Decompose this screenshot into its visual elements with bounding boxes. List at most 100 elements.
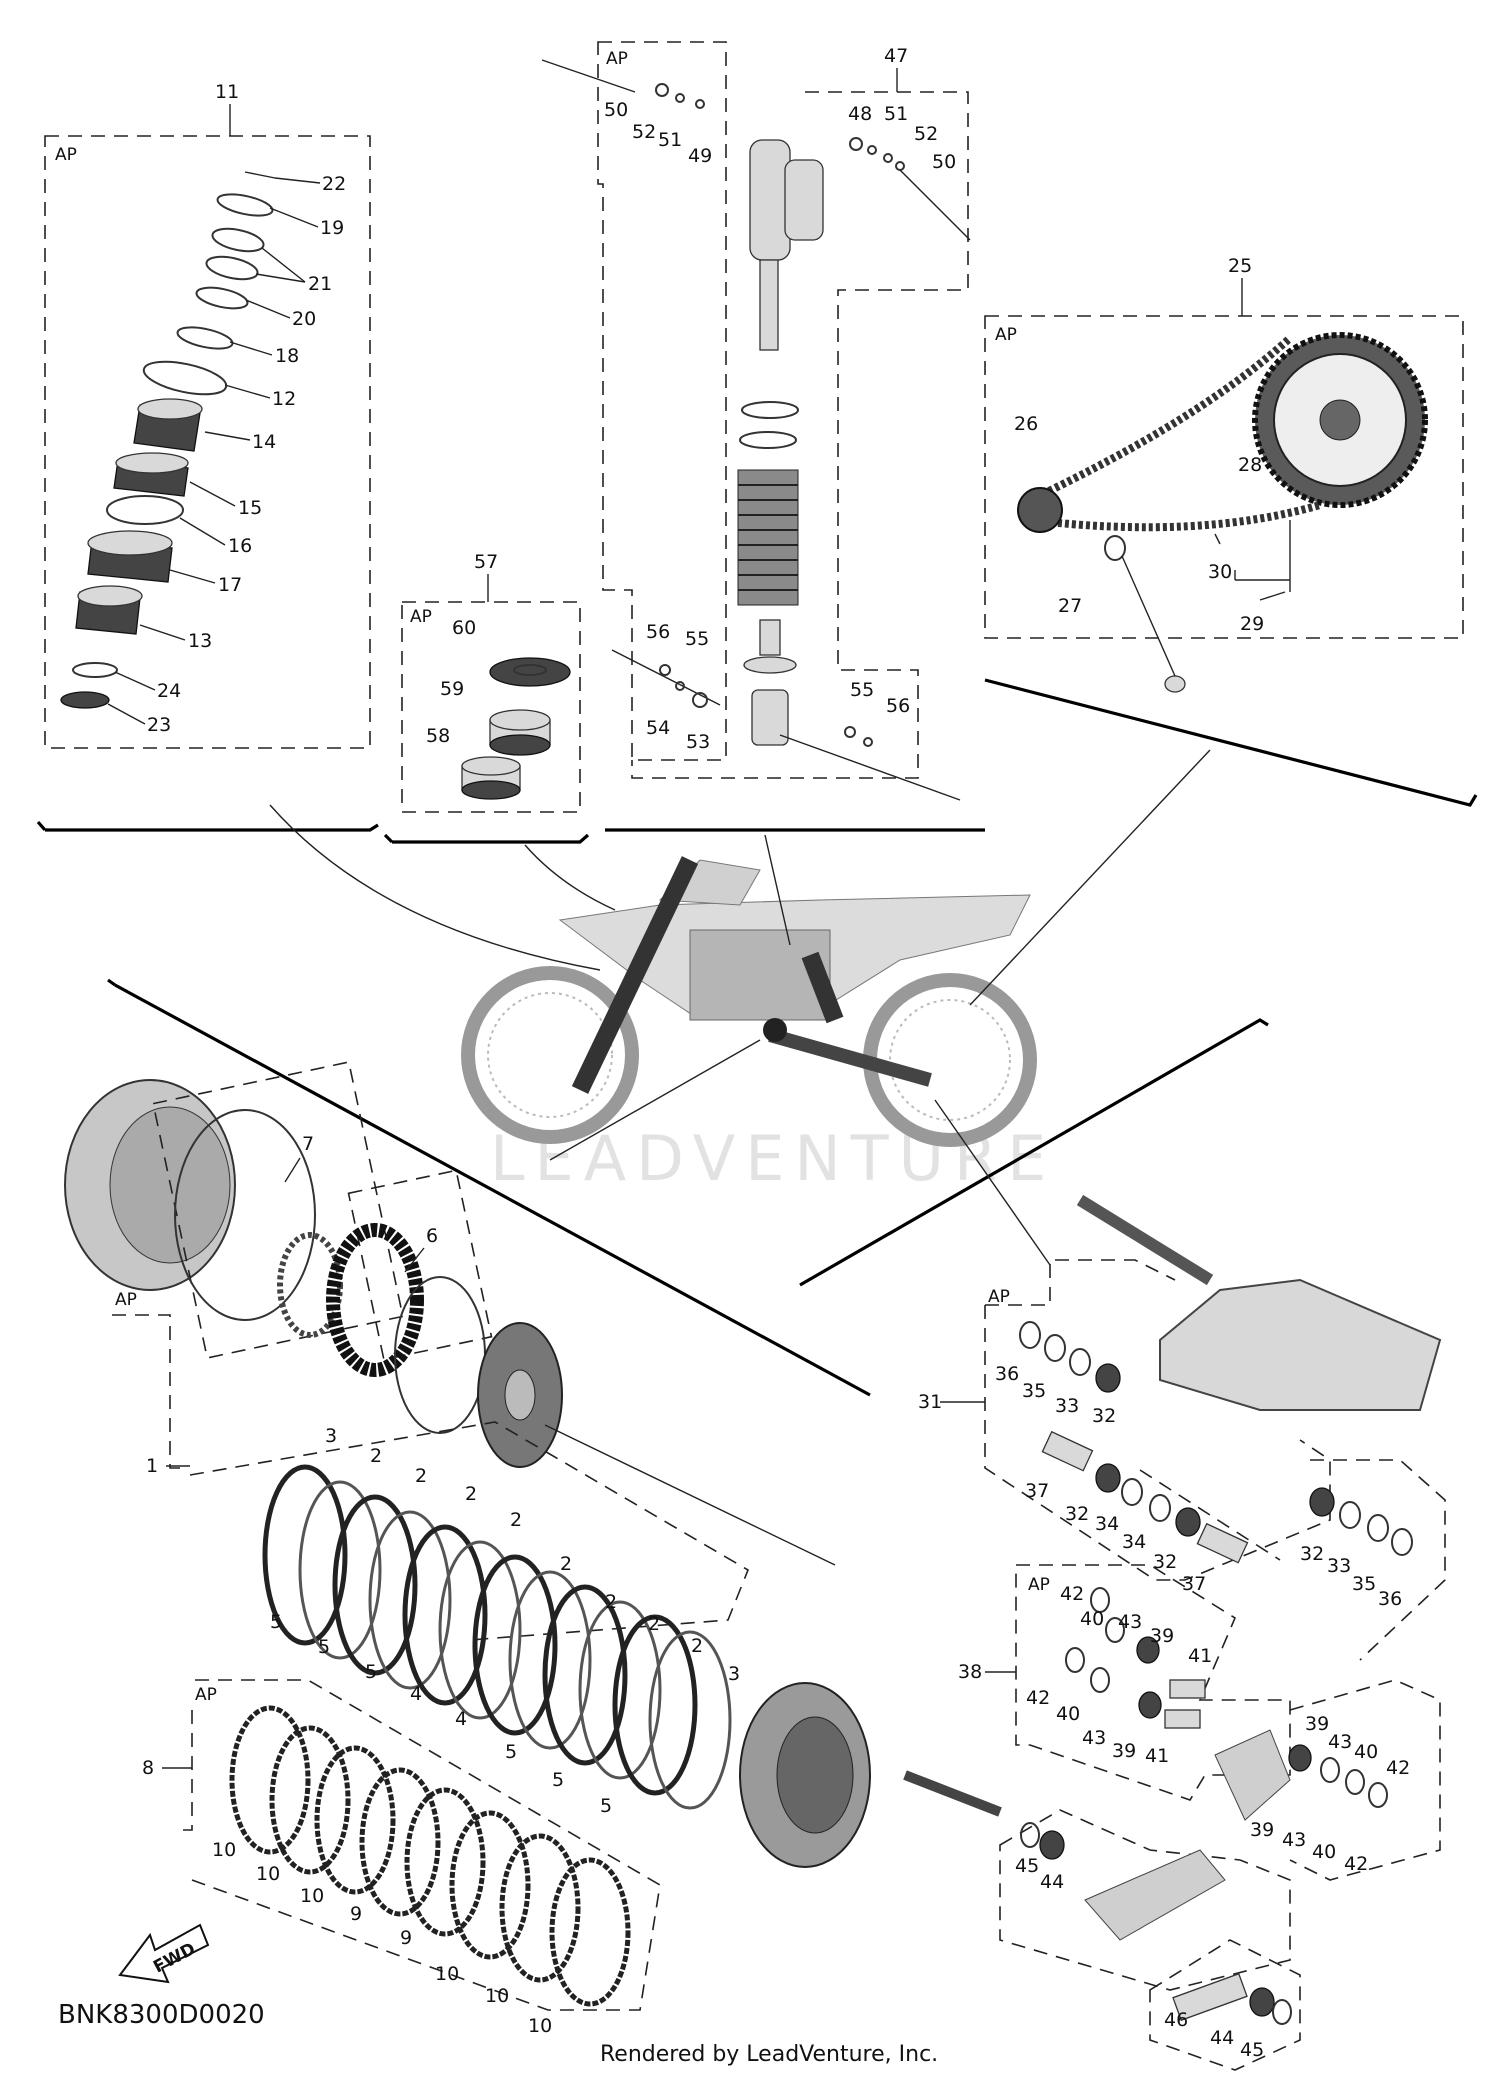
ap-label-swingarm: AP [988, 1287, 1010, 1307]
shock-spring [737, 469, 799, 606]
callout-2a: 2 [370, 1445, 382, 1467]
callout-40d: 40 [1312, 1841, 1336, 1863]
callout-32b: 32 [1065, 1503, 1089, 1525]
callout-10d: 10 [435, 1963, 459, 1985]
callout-39d: 39 [1250, 1819, 1274, 1841]
callout-32c: 32 [1153, 1551, 1177, 1573]
group-heading-relay: 38 [958, 1661, 982, 1683]
callout-40b: 40 [1056, 1703, 1080, 1725]
clutch-kit-group: 7 6 AP 1 3 [64, 1061, 871, 1868]
callout-24: 24 [157, 680, 181, 702]
callout-5f: 5 [600, 1795, 612, 1817]
callout-5b: 5 [318, 1636, 330, 1658]
ap-label-clutch: AP [115, 1290, 137, 1310]
callout-2f: 2 [605, 1591, 617, 1613]
callout-44: 44 [1040, 1871, 1064, 1893]
callout-37b: 37 [1182, 1573, 1206, 1595]
callout-3: 3 [325, 1425, 337, 1447]
callout-54: 54 [646, 717, 670, 739]
callout-18: 18 [275, 345, 299, 367]
credit-text: Rendered by LeadVenture, Inc. [600, 2042, 939, 2067]
group-heading-clutch: 1 [146, 1455, 158, 1477]
callout-5e: 5 [552, 1769, 564, 1791]
callout-46: 46 [1164, 2009, 1188, 2031]
callout-33: 33 [1055, 1395, 1079, 1417]
callout-5d: 5 [505, 1741, 517, 1763]
steering-bearing-kit-group: AP 57 60 59 58 [401, 551, 581, 813]
callout-19: 19 [320, 217, 344, 239]
callout-28: 28 [1238, 454, 1262, 476]
callout-32: 32 [1092, 1405, 1116, 1427]
callout-49: 49 [688, 145, 712, 167]
callout-55-right: 55 [850, 679, 874, 701]
rear-shock-group: AP 47 [541, 41, 971, 801]
callout-41b: 41 [1145, 1745, 1169, 1767]
callout-37: 37 [1025, 1480, 1049, 1502]
callout-33b: 33 [1327, 1555, 1351, 1577]
callout-56-right: 56 [886, 695, 910, 717]
callout-35b: 35 [1352, 1573, 1376, 1595]
callout-42b: 42 [1026, 1687, 1050, 1709]
callout-50-right: 50 [932, 151, 956, 173]
callout-10e: 10 [485, 1985, 509, 2007]
drive-chain-kit-group: AP 25 26 28 27 30 29 [984, 255, 1464, 693]
callout-13: 13 [188, 630, 212, 652]
callout-2d: 2 [510, 1509, 522, 1531]
callout-9a: 9 [350, 1903, 362, 1925]
callout-17: 17 [218, 574, 242, 596]
callout-26: 26 [1014, 413, 1038, 435]
callout-53: 53 [686, 731, 710, 753]
callout-42d: 42 [1344, 1853, 1368, 1875]
friction-kit-group: AP 8 10 10 10 9 9 10 10 10 [142, 1679, 661, 2037]
callout-43c: 43 [1328, 1731, 1352, 1753]
ap-label-shock: AP [606, 49, 628, 69]
callout-7: 7 [302, 1133, 314, 1155]
motorcycle-illustration [461, 856, 1037, 1147]
callout-39: 39 [1150, 1625, 1174, 1647]
callout-39c: 39 [1305, 1713, 1329, 1735]
callout-50: 50 [604, 99, 628, 121]
callout-5c: 5 [365, 1661, 377, 1683]
group-heading-steering: 57 [474, 551, 498, 573]
callout-30: 30 [1208, 561, 1232, 583]
swingarm-kit-group: AP 31 36 35 33 32 37 32 34 34 32 37 32 3… [918, 1194, 1446, 1661]
clutch-disc-stack [262, 1464, 732, 1810]
callout-6: 6 [426, 1225, 438, 1247]
callout-51-right: 51 [884, 103, 908, 125]
group-heading-shock: 47 [884, 45, 908, 67]
callout-43b: 43 [1082, 1727, 1106, 1749]
callout-36: 36 [995, 1363, 1019, 1385]
callout-10f: 10 [528, 2015, 552, 2037]
group-heading-swingarm: 31 [918, 1391, 942, 1413]
callout-22: 22 [322, 173, 346, 195]
relay-arm-kit-group: AP 38 42 40 43 39 41 42 40 43 [903, 1564, 1441, 2071]
callout-42c: 42 [1386, 1757, 1410, 1779]
callout-43d: 43 [1282, 1829, 1306, 1851]
callout-10b: 10 [256, 1863, 280, 1885]
callout-52-right: 52 [914, 123, 938, 145]
callout-4a: 4 [410, 1683, 422, 1705]
callout-23: 23 [147, 714, 171, 736]
callout-12: 12 [272, 388, 296, 410]
callout-4b: 4 [455, 1708, 467, 1730]
callout-3b: 3 [728, 1663, 740, 1685]
callout-29: 29 [1240, 613, 1264, 635]
callout-5a: 5 [270, 1611, 282, 1633]
callout-41: 41 [1188, 1645, 1212, 1667]
callout-51: 51 [658, 129, 682, 151]
callout-16: 16 [228, 535, 252, 557]
callout-34b: 34 [1122, 1531, 1146, 1553]
callout-39b: 39 [1112, 1740, 1136, 1762]
group-heading-friction: 8 [142, 1757, 154, 1779]
callout-48: 48 [848, 103, 872, 125]
callout-9b: 9 [400, 1927, 412, 1949]
callout-10c: 10 [300, 1885, 324, 1907]
callout-58: 58 [426, 725, 450, 747]
diagram-code: BNK8300D0020 [58, 2000, 265, 2030]
group-heading-front-fork: 11 [215, 81, 239, 103]
callout-40: 40 [1080, 1608, 1104, 1630]
callout-27: 27 [1058, 595, 1082, 617]
callout-56: 56 [646, 621, 670, 643]
callout-15: 15 [238, 497, 262, 519]
